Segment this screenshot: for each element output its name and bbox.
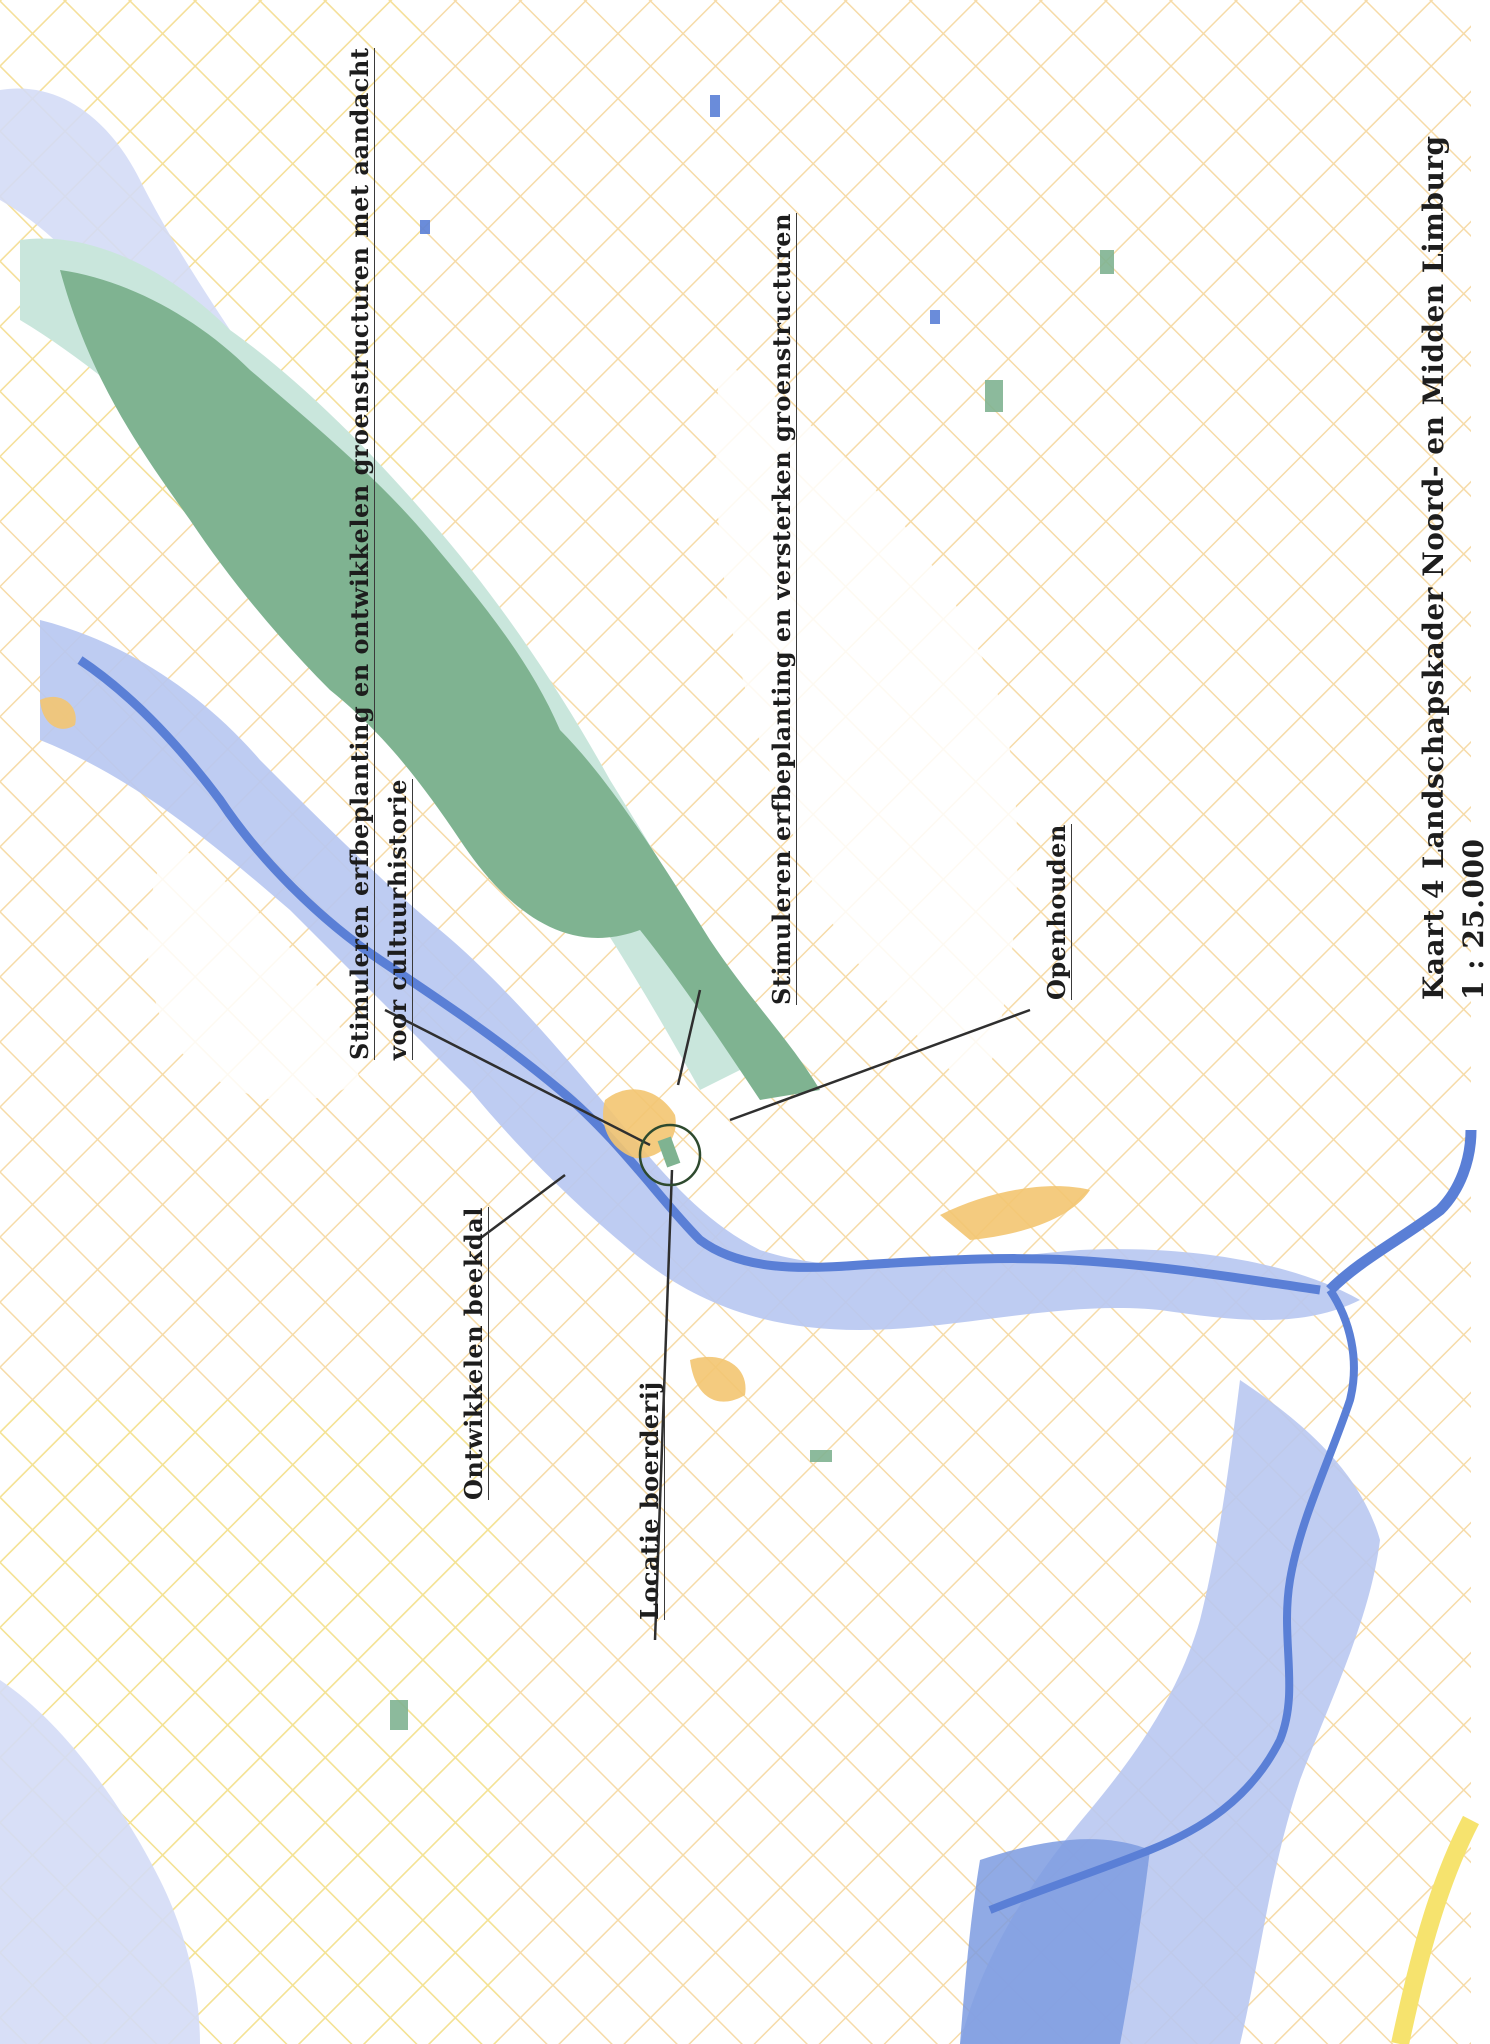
forest-area [20, 238, 820, 1100]
river-main [77, 656, 1321, 1295]
river-meander-east [1326, 1129, 1477, 1294]
label-locatie-boerderij: Locatie boerderij [635, 1381, 665, 1620]
valley-south-dark [960, 1839, 1150, 2044]
road-yellow-east [1391, 1815, 1479, 2044]
leader-lines [384, 989, 1031, 1641]
farm-marker [657, 1136, 681, 1168]
map-title: Kaart 4 Landschapskader Noord- en Midden… [1417, 135, 1450, 1000]
valley-bottom-left [0, 1680, 200, 2044]
label-voor-cultuurhistorie: voor cultuurhistorie [383, 779, 413, 1060]
label-openhouden: Openhouden [1042, 824, 1072, 1000]
label-stimuleren-versterken: Stimuleren erfbeplanting en versterken g… [767, 213, 797, 1005]
river-south [988, 1287, 1358, 1914]
small-features [390, 250, 1114, 1730]
location-circle [638, 1123, 702, 1187]
built-areas [40, 696, 1090, 1402]
map-scale: 1 : 25.000 [1457, 838, 1490, 1000]
label-stimuleren-cultuurhistorie: Stimuleren erfbeplanting en ontwikkelen … [345, 47, 375, 1060]
valley-main [40, 620, 1360, 1330]
small-water-features [420, 95, 940, 324]
open-areas [147, 360, 1018, 1101]
label-ontwikkelen-beekdal: Ontwikkelen beekdal [459, 1207, 489, 1500]
